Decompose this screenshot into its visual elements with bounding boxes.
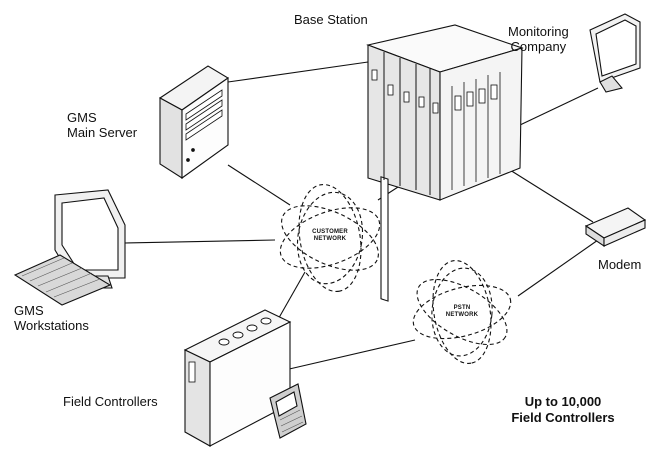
customer-network-line-1: CUSTOMER: [312, 229, 348, 235]
server-tower: [158, 65, 230, 180]
modem-device: [584, 207, 647, 248]
gms-main-server-line-1: GMS: [67, 110, 97, 125]
capacity-note-line-2: Field Controllers: [511, 410, 615, 425]
link-pstn-controllers: [284, 339, 416, 371]
monitoring-company-line-1: Monitoring: [508, 24, 569, 39]
field-controller-cabinet: [183, 309, 292, 447]
link-server-basestation: [227, 61, 369, 83]
monitoring-company-label: Monitoring Company: [508, 24, 569, 54]
link-basestation-modem: [509, 169, 594, 223]
capacity-note-line-1: Up to 10,000: [524, 394, 602, 409]
keypad-device: [269, 383, 307, 439]
modem-label: Modem: [598, 257, 642, 272]
gms-workstations-label: GMS Workstations: [14, 303, 89, 333]
pstn-network-line-1: PSTN: [453, 305, 471, 311]
monitoring-monitor: [589, 13, 641, 93]
base-station-label: Base Station: [294, 12, 368, 27]
monitoring-company-line-2: Company: [510, 39, 567, 54]
pstn-network-cloud: [412, 260, 512, 364]
base-station-rack: [366, 24, 524, 302]
customer-network-line-2: NETWORK: [313, 236, 347, 242]
pstn-network-label: PSTN NETWORK: [438, 305, 486, 319]
gms-workstations-line-1: GMS: [14, 303, 44, 318]
link-modem-pstn: [517, 239, 599, 297]
customer-network-cloud: [279, 184, 381, 292]
customer-network-label: CUSTOMER NETWORK: [303, 229, 357, 243]
pstn-network-line-2: NETWORK: [445, 312, 479, 318]
link-workstations-customer-network: [124, 239, 276, 244]
capacity-note: Up to 10,000 Field Controllers: [488, 394, 638, 426]
link-server-customer-network: [227, 164, 291, 206]
link-basestation-monitoring: [519, 87, 599, 126]
gms-main-server-line-2: Main Server: [67, 125, 138, 140]
gms-main-server-label: GMS Main Server: [67, 110, 137, 140]
gms-workstations-line-2: Workstations: [14, 318, 89, 333]
connection-lines: [124, 61, 599, 371]
field-controllers-label: Field Controllers: [63, 394, 158, 409]
workstation-computer: [13, 189, 126, 306]
